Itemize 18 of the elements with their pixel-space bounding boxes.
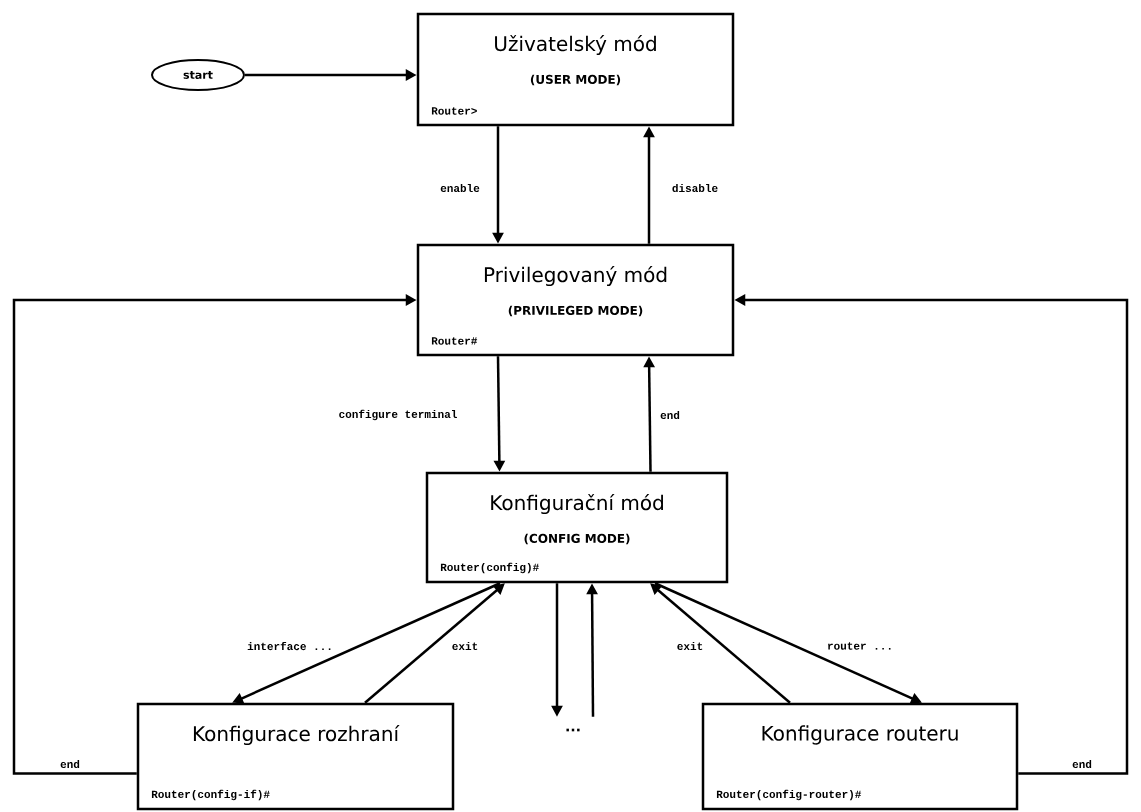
edge-label: interface ... [245, 640, 335, 652]
mode-box: Uživatelský mód (USER MODE) Router> [416, 12, 735, 127]
edge-label: enable [438, 182, 482, 194]
mode-box: Konfigurace routeru Router(config-router)# [701, 702, 1019, 811]
edge-label: end [658, 409, 682, 421]
edge-label: end [58, 758, 82, 770]
edge-label: exit [675, 640, 705, 652]
edge-label: exit [450, 640, 480, 652]
mode-box: Privilegovaný mód (PRIVILEGED MODE) Router# [416, 243, 735, 357]
ellipsis-text: ... [566, 728, 580, 732]
mode-box: Konfigurace rozhraní Router(config-if)# [136, 702, 455, 811]
arrow [650, 583, 791, 704]
edge-label: disable [670, 182, 720, 194]
mode-box: Konfigurační mód (CONFIG MODE) Router(config)# [425, 471, 729, 584]
arrow [364, 583, 505, 704]
edge-label: router ... [825, 640, 895, 652]
edge-label: end [1070, 758, 1094, 770]
edge-label: configure terminal [337, 408, 459, 422]
